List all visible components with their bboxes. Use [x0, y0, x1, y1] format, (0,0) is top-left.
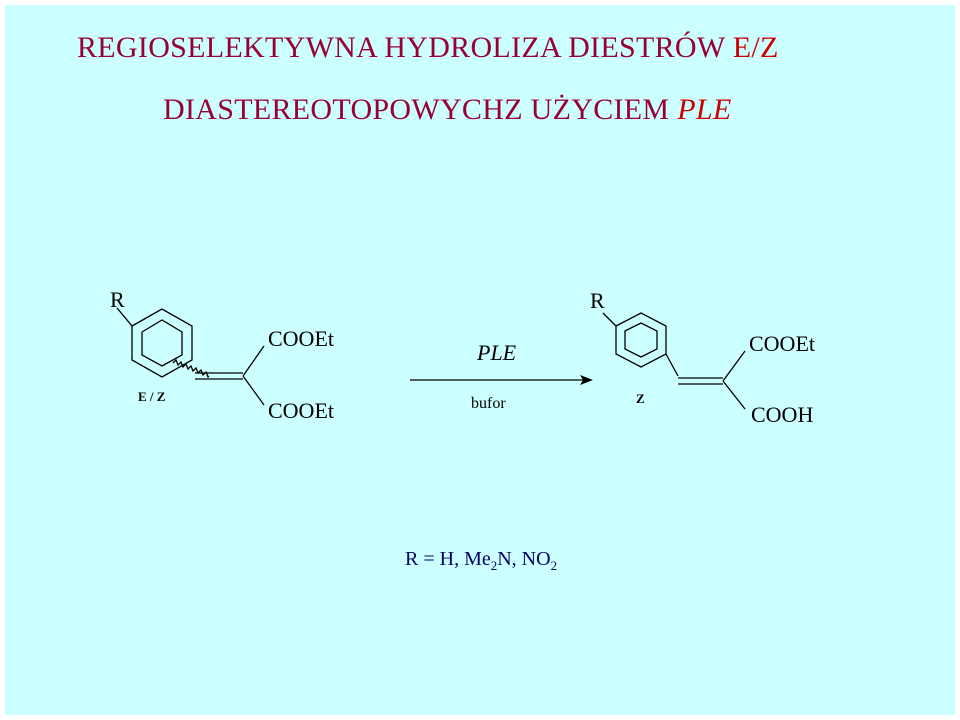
- title-line-1-text: REGIOSELEKTYWNA HYDROLIZA DIESTRÓW: [77, 31, 725, 64]
- reaction-arrow-head: [580, 375, 593, 385]
- reactant-benzene-inner: [141, 319, 183, 367]
- product-group-bottom: COOH: [751, 402, 814, 427]
- reactant-group-bottom: COOEt: [268, 398, 334, 423]
- slide: REGIOSELEKTYWNA HYDROLIZA DIESTRÓW E/Z D…: [5, 5, 955, 715]
- title-line-1: REGIOSELEKTYWNA HYDROLIZA DIESTRÓW E/Z: [77, 31, 779, 65]
- reaction-scheme: [116, 307, 746, 410]
- footnote-sub-2: 2: [550, 558, 558, 573]
- product-group-top: COOEt: [749, 331, 815, 356]
- product-r-label: R: [590, 288, 605, 313]
- product-bond-down: [722, 380, 746, 410]
- reactant-wavy-bond: [172, 358, 210, 379]
- title-line-2: DIASTEREOTOPOWYCHZ UŻYCIEM PLE: [163, 93, 731, 127]
- product-benzene-ring: [615, 312, 667, 368]
- arrow-reagent-label: PLE: [477, 340, 517, 365]
- reactant-group-top: COOEt: [268, 326, 334, 351]
- footnote-prefix: R = H, Me: [405, 548, 491, 570]
- reactant-r-label: R: [110, 287, 125, 312]
- title-line-1-accent: E/Z: [732, 31, 779, 64]
- reactant-benzene-ring: [131, 308, 193, 378]
- reactant-isomer-label: E / Z: [138, 389, 166, 404]
- product-bond-up: [722, 350, 746, 382]
- title-line-2-text: DIASTEREOTOPOWYCHZ UŻYCIEM: [163, 93, 670, 126]
- footnote-mid: N, NO: [497, 548, 551, 570]
- product-ring-bond: [665, 353, 679, 377]
- title-line-2-accent: PLE: [677, 93, 732, 126]
- product-benzene-inner: [624, 322, 658, 358]
- reactant-r-bond: [116, 307, 133, 327]
- arrow-condition-label: bufor: [471, 395, 506, 412]
- reactant-bond-down: [242, 375, 265, 406]
- product-r-bond: [602, 312, 617, 327]
- substituent-footnote: R = H, Me2N, NO2: [405, 548, 557, 574]
- footnote-sub-1: 2: [490, 558, 498, 573]
- reactant-bond-up: [242, 345, 265, 377]
- product-isomer-label: Z: [636, 391, 645, 406]
